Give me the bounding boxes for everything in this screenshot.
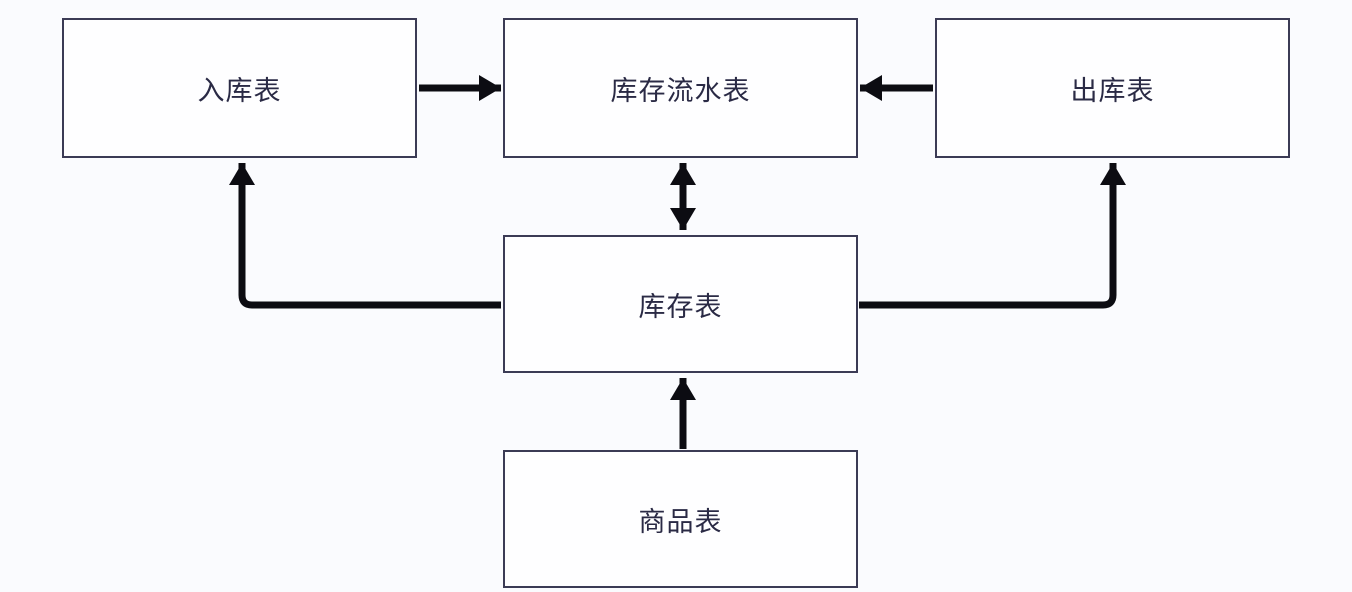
node-inbound-table: 入库表	[62, 18, 417, 158]
node-inventory-flow-table-label: 库存流水表	[610, 75, 751, 106]
node-product-table: 商品表	[503, 450, 858, 588]
node-inventory-flow-table: 库存流水表	[503, 18, 858, 158]
node-inbound-table-label: 入库表	[197, 75, 282, 106]
node-outbound-table: 出库表	[935, 18, 1290, 158]
edge-inventory-to-outbound	[859, 163, 1126, 309]
node-outbound-table-label: 出库表	[1070, 75, 1155, 106]
node-inventory-table-label: 库存表	[638, 291, 723, 322]
edge-inventory-to-inbound	[229, 163, 501, 309]
node-inventory-table: 库存表	[503, 235, 858, 373]
node-product-table-label: 商品表	[638, 506, 723, 537]
